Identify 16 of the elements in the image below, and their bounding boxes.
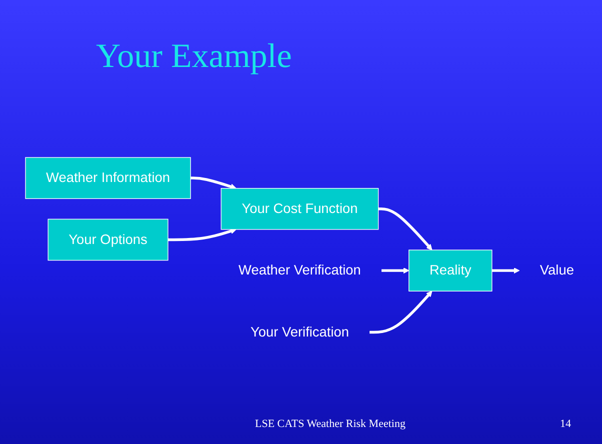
node-box: Your Cost Function (220, 188, 379, 230)
node-text: Value (540, 262, 574, 278)
node-text: Weather Verification (238, 262, 361, 278)
arrow (382, 267, 410, 274)
arrow (190, 176, 236, 190)
node-box: Reality (408, 250, 492, 292)
arrow (378, 207, 432, 250)
node-box: Your Options (48, 218, 168, 260)
arrow (370, 290, 432, 334)
arrow (168, 228, 236, 241)
node-text: Your Verification (250, 324, 350, 340)
page-number: 14 (560, 418, 571, 430)
footer-text: LSE CATS Weather Risk Meeting (255, 418, 406, 430)
arrow (492, 267, 520, 274)
node-box: Weather Information (25, 157, 191, 199)
slide-title: Your Example (96, 38, 292, 76)
